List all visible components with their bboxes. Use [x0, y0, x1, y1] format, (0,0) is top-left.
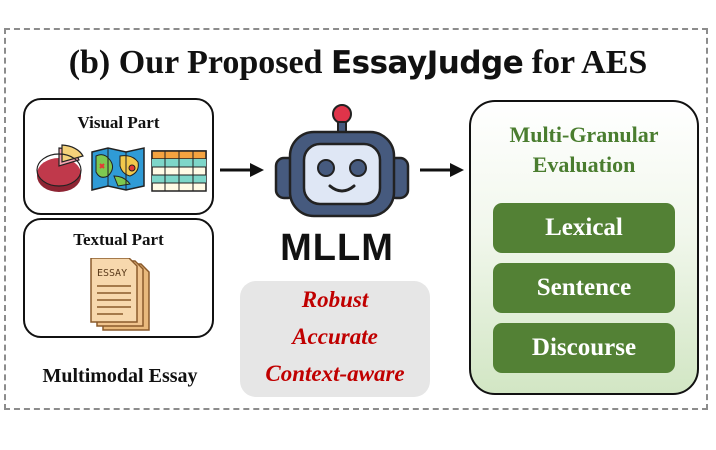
- visual-part-label: Visual Part: [77, 113, 160, 132]
- arrow-right-icon: [220, 163, 264, 177]
- figure-title: (b) Our Proposed EssayJudge for AES: [0, 44, 716, 82]
- level-discourse: Discourse: [493, 323, 675, 373]
- property-accurate: Accurate: [292, 324, 378, 349]
- level-sentence: Sentence: [493, 263, 675, 313]
- visual-part-box: Visual Part: [23, 98, 214, 215]
- title-name: EssayJudge: [330, 45, 524, 81]
- evaluation-title: Multi-Granular Evaluation: [471, 120, 697, 180]
- evaluation-box: Multi-Granular Evaluation Lexical Senten…: [469, 100, 699, 395]
- evaluation-title-line2: Evaluation: [532, 152, 636, 177]
- mllm-label: MLLM: [280, 227, 394, 269]
- map-icon: [91, 147, 145, 191]
- essay-icon-text: ESSAY: [97, 268, 127, 279]
- title-prefix: (b) Our Proposed: [68, 44, 331, 81]
- textual-part-label: Textual Part: [73, 230, 164, 249]
- arrow-right-icon: [420, 163, 464, 177]
- model-properties-box: Robust Accurate Context-aware: [240, 281, 430, 397]
- table-icon: [151, 150, 207, 192]
- level-lexical: Lexical: [493, 203, 675, 253]
- title-suffix: for AES: [523, 44, 648, 81]
- evaluation-title-line1: Multi-Granular: [509, 122, 659, 147]
- textual-part-box: Textual Part ESSAY: [23, 218, 214, 338]
- dashed-frame: [4, 28, 708, 410]
- property-robust: Robust: [301, 287, 369, 312]
- multimodal-essay-caption: Multimodal Essay: [42, 365, 198, 387]
- pie-chart-icon: [36, 144, 84, 192]
- robot-icon: [274, 104, 410, 218]
- essay-document-icon: ESSAY: [90, 258, 150, 331]
- property-context-aware: Context-aware: [265, 361, 405, 386]
